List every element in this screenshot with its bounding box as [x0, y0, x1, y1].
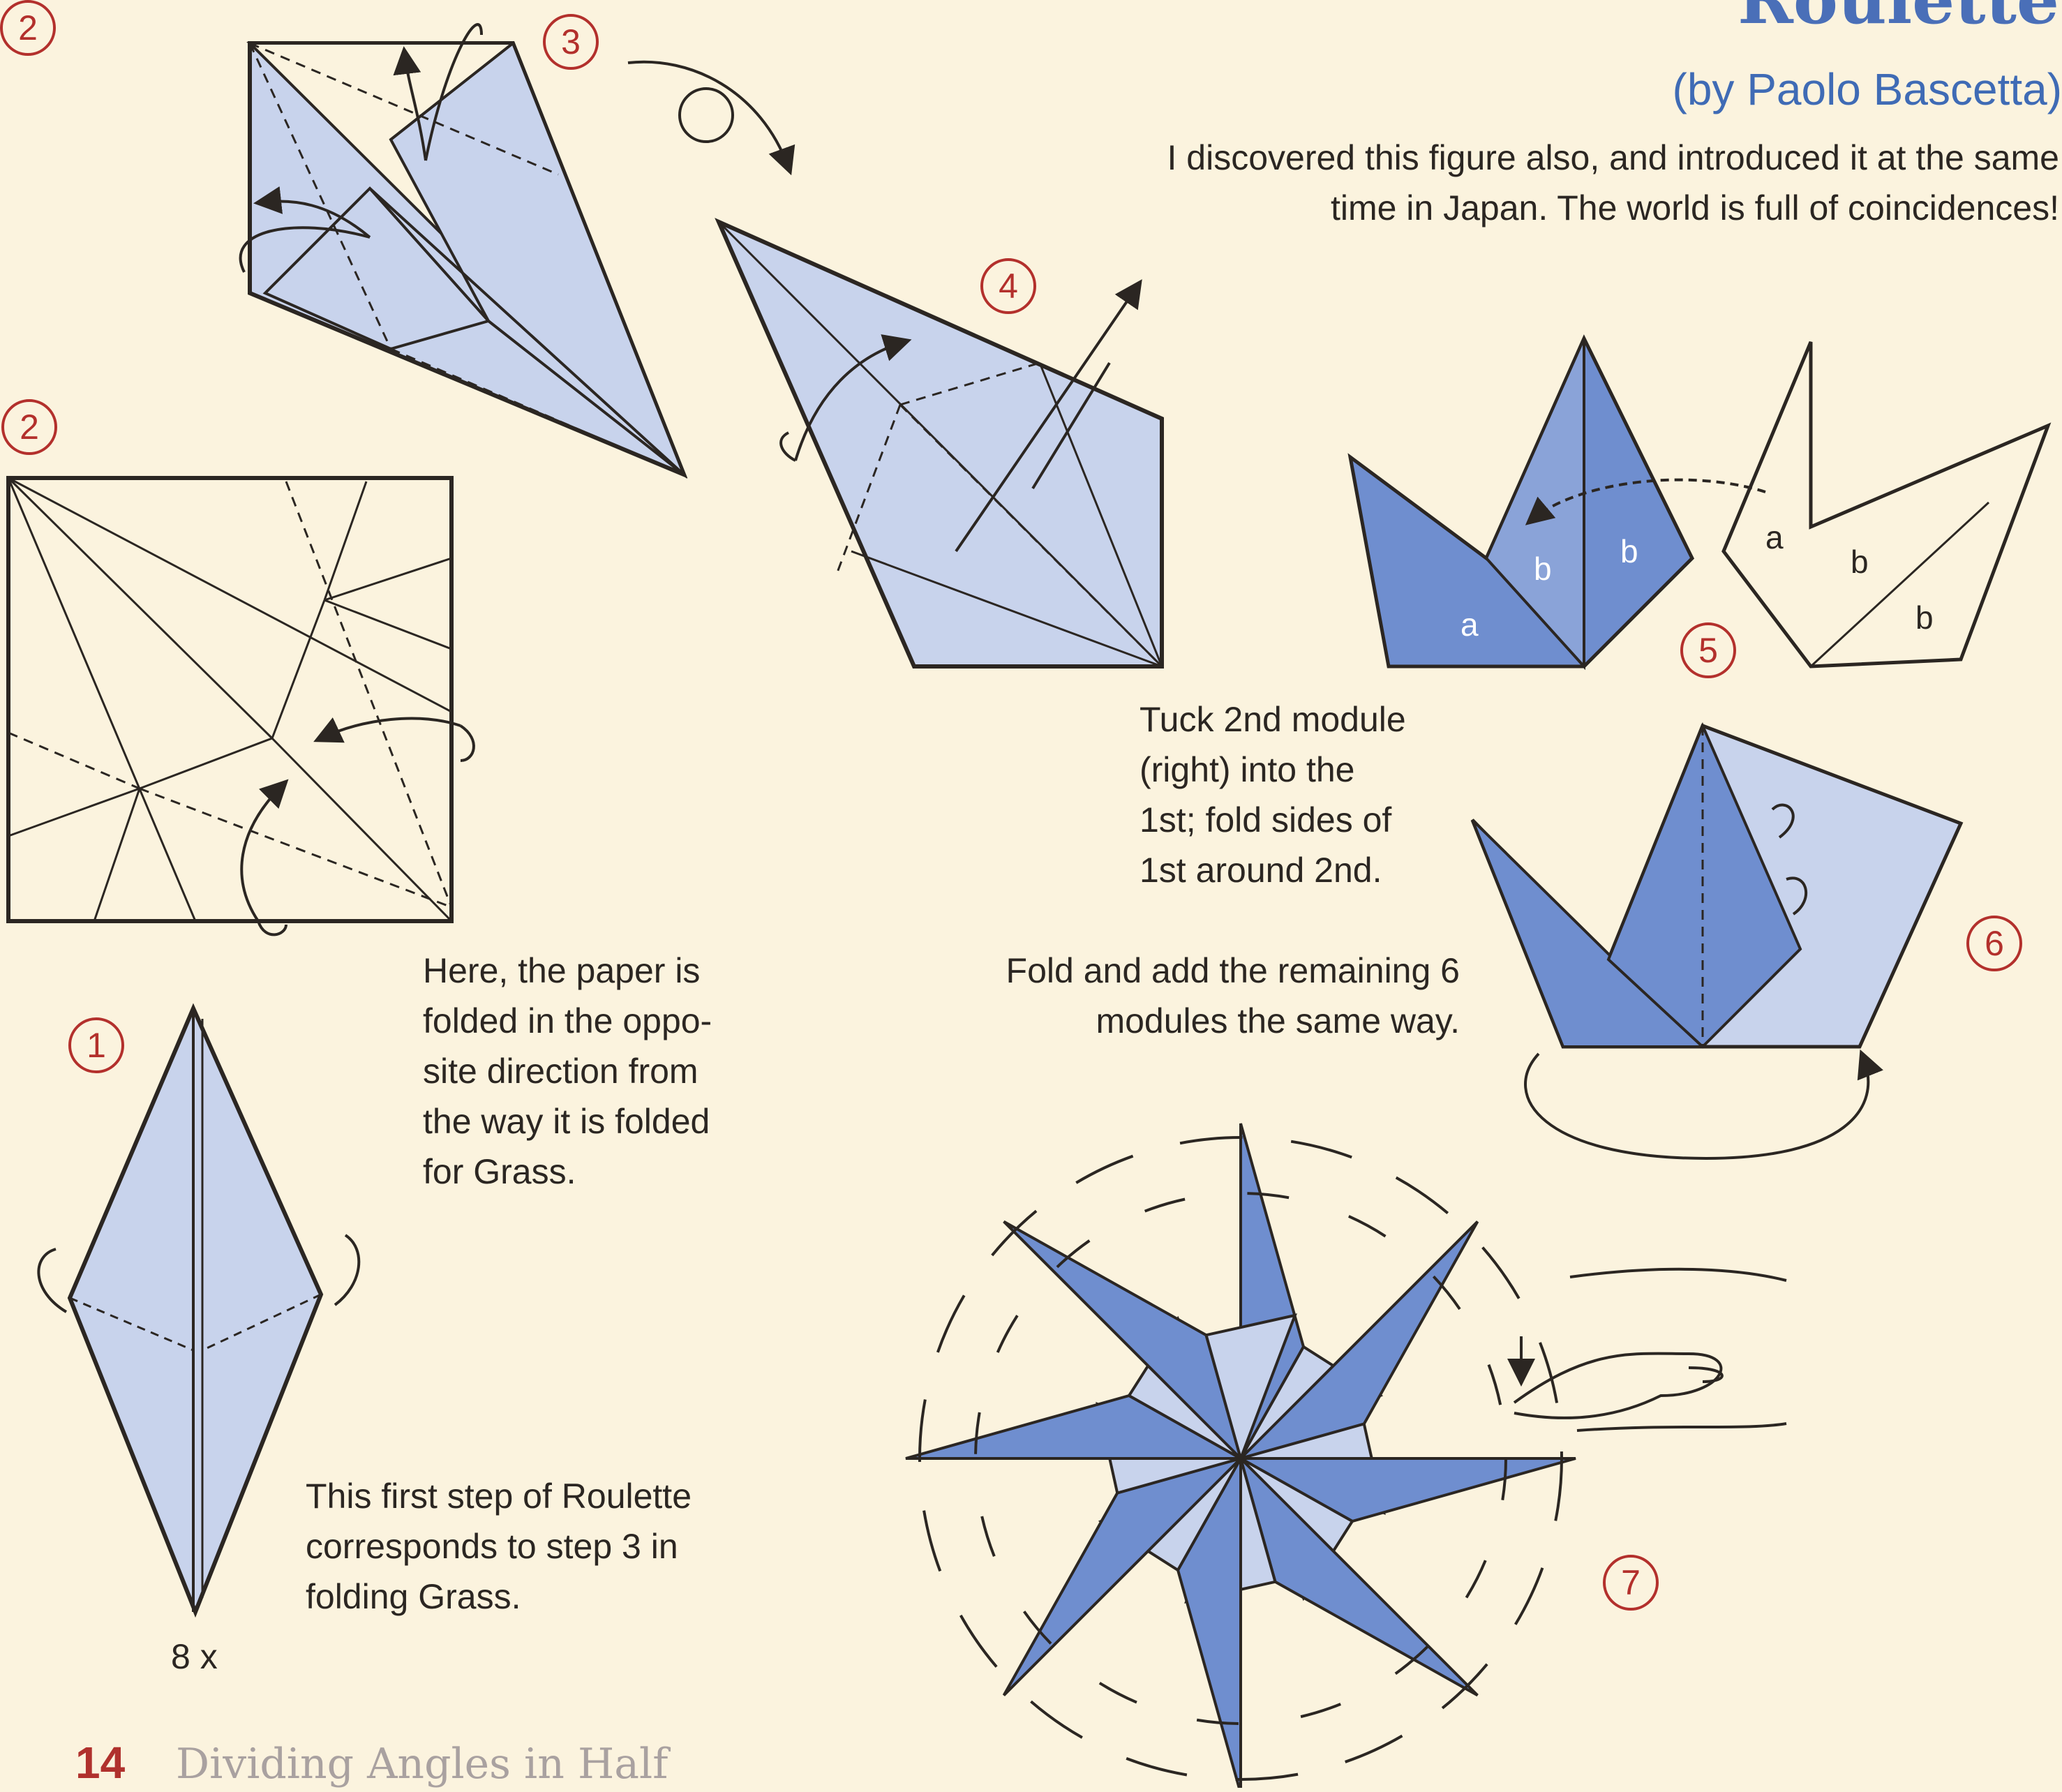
note-add-line-1: Fold and add the remaining 6 [1006, 946, 1460, 996]
page-title: Roulette [1738, 0, 2059, 38]
intro-line-1: I discovered this figure also, and intro… [1167, 133, 2060, 184]
module-label-b-right-1: b [1851, 544, 1869, 579]
note-opposite-line-5: for Grass. [423, 1147, 576, 1197]
diagram-step-4 [719, 222, 1162, 666]
step-number-4: 4 [980, 258, 1036, 314]
intro-line-2: time in Japan. The world is full of coin… [1331, 183, 2059, 234]
diagram-step-7-pinwheel-star [905, 1123, 1786, 1788]
step-number-6: 6 [1966, 916, 2022, 971]
note-tuck-line-1: Tuck 2nd module [1140, 694, 1406, 745]
multiplier-label: 8 x [171, 1632, 218, 1682]
diagram-step-6-joined [1472, 726, 1961, 1158]
step-number-7: 7 [1603, 1555, 1659, 1611]
note-tuck-line-3: 1st; fold sides of [1140, 795, 1391, 846]
step-number-5: 5 [1680, 622, 1736, 678]
diagram-step-2-crease-square [8, 478, 474, 934]
section-title: Dividing Angles in Half [176, 1736, 668, 1792]
note-tuck-line-2: (right) into the [1140, 745, 1354, 796]
module-label-b-left-2: b [1620, 534, 1638, 569]
note-opposite-line-4: the way it is folded [423, 1096, 710, 1147]
note-first-step-line-3: folding Grass. [306, 1571, 521, 1622]
diagram-step-3 [241, 24, 789, 475]
note-opposite-line-2: folded in the oppo- [423, 996, 712, 1047]
step-number-2-badge: 2 [1, 399, 57, 455]
note-add-line-2: modules the same way. [1096, 996, 1460, 1047]
note-opposite-line-3: site direction from [423, 1046, 698, 1097]
step-number-1: 1 [68, 1017, 124, 1073]
author-byline: (by Paolo Bascetta) [1673, 61, 2062, 117]
module-label-a-left: a [1460, 607, 1479, 642]
note-first-step-line-2: corresponds to step 3 in [306, 1521, 678, 1572]
note-opposite-line-1: Here, the paper is [423, 946, 700, 996]
step-number-2: 2 [0, 0, 56, 56]
module-label-a-right: a [1765, 520, 1784, 555]
step-number-3: 3 [543, 14, 599, 70]
page-number: 14 [75, 1735, 125, 1791]
diagram-step-5-modules [1350, 338, 2048, 666]
note-tuck-line-4: 1st around 2nd. [1140, 845, 1382, 896]
module-label-b-left-1: b [1534, 551, 1552, 586]
module-label-b-right-2: b [1915, 600, 1934, 635]
note-first-step-line-1: This first step of Roulette [306, 1471, 692, 1522]
